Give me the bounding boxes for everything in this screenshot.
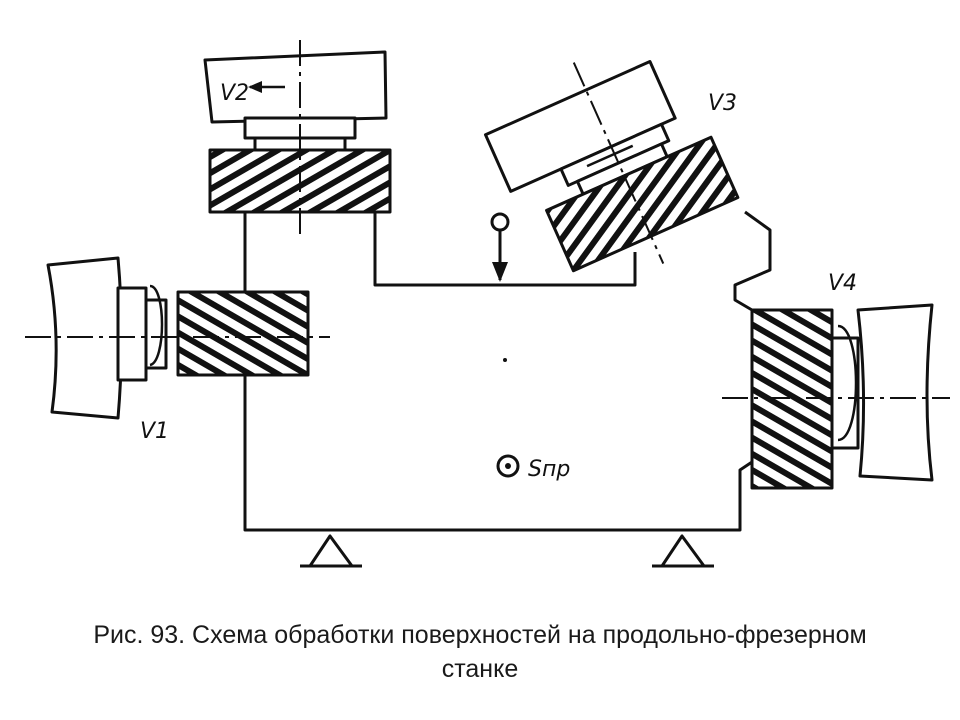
label-v1: V1 [140, 419, 169, 444]
caption-line-2: станке [441, 655, 519, 683]
label-v4: V4 [828, 271, 857, 296]
figure-caption: Рис. 93. Схема обработки поверхностей на… [0, 618, 960, 686]
load-arrow-icon [492, 262, 508, 282]
cutter-angled [545, 135, 740, 273]
spindle-flange-left [116, 286, 148, 382]
spindle-head-top [203, 50, 388, 124]
support-right [660, 534, 706, 568]
milling-scheme-diagram: V1 V2 V3 V4 Sпр [25, 40, 950, 568]
spindle-angled [483, 60, 740, 273]
label-v3: V3 [708, 91, 737, 116]
load-point-icon [490, 212, 510, 232]
label-v2: V2 [220, 81, 249, 106]
label-feed: Sпр [528, 457, 570, 482]
support-left [308, 534, 354, 568]
cutter-left [176, 290, 310, 377]
caption-line-1: Рис. 93. Схема обработки поверхностей на… [93, 621, 867, 649]
workpiece-outline [243, 210, 772, 532]
spindle-head-right [856, 303, 934, 482]
